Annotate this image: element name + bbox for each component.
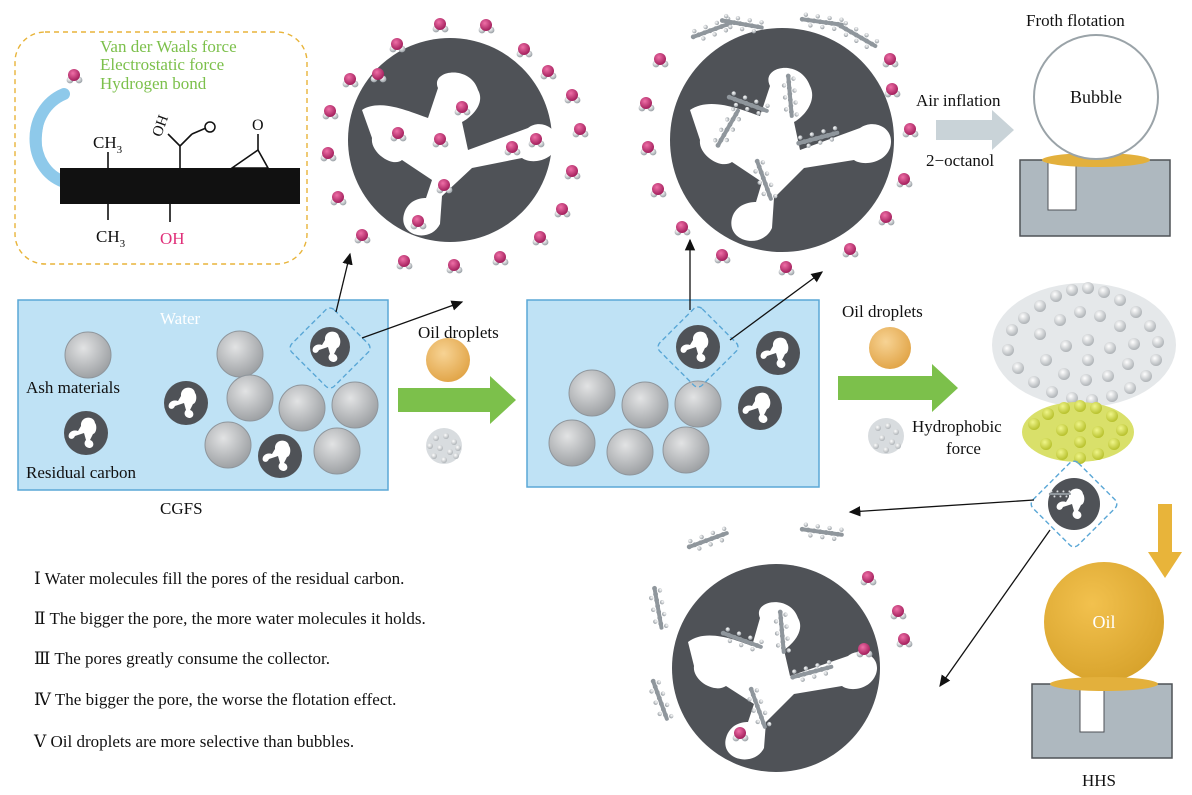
oil-label: Oil: [1092, 612, 1115, 632]
zoom-highlight-1: [289, 307, 371, 389]
residual-carbon-particle-collector: [670, 28, 894, 252]
oil-droplet-2: [869, 327, 911, 369]
residual-carbon-label: Residual carbon: [26, 463, 136, 482]
carbon-surface-bar: [60, 168, 300, 204]
air-inflation-arrow: [936, 110, 1014, 150]
froth-cell-box: [1019, 159, 1171, 237]
carbon-particles-1: [64, 327, 350, 478]
ch3-bottom-label: CH3: [96, 227, 126, 250]
force-label-vdw: Van der Waals force: [100, 37, 237, 56]
collector-cluster-1: [426, 428, 462, 464]
air-inflation-label: Air inflation: [916, 91, 1001, 110]
oil-addition-arrow: [1148, 504, 1182, 578]
force-label-hydrogen-bond: Hydrogen bond: [100, 74, 207, 93]
note-2: Ⅱ The bigger the pore, the more water mo…: [34, 609, 426, 628]
captured-carbon-particle: [1030, 460, 1118, 548]
carbonyl-o-label: O: [252, 117, 264, 134]
oil-droplets-label-1: Oil droplets: [418, 323, 499, 342]
hydrophobic-label-1: Hydrophobic: [912, 417, 1002, 436]
octanol-label: 2−octanol: [926, 151, 994, 170]
oil-droplet-1: [426, 338, 470, 382]
carboxyl-oh-label: OH: [150, 113, 173, 139]
water-label: Water: [160, 309, 200, 328]
note-3: Ⅲ The pores greatly consume the collecto…: [34, 649, 330, 668]
note-1: Ⅰ Water molecules fill the pores of the …: [34, 569, 404, 588]
ash-materials-label: Ash materials: [26, 378, 120, 397]
carbon-particles-2: [676, 325, 800, 430]
zoom-arrow-4: [729, 271, 824, 341]
adsorbed-collector-layer: [1022, 400, 1134, 464]
hhs-caption: HHS: [1082, 771, 1116, 790]
ash-particles-2: [548, 369, 722, 476]
air-bubble: [1033, 34, 1159, 160]
epoxy-group: [229, 148, 270, 169]
green-arrow-2: [838, 364, 958, 412]
green-arrow-1: [398, 376, 516, 424]
inset-water-molecule: [66, 69, 83, 84]
zoom-arrow-6: [939, 529, 1051, 688]
zoom-arrow-5: [848, 499, 1035, 517]
oil-droplets-label-2: Oil droplets: [842, 302, 923, 321]
hydrophobic-label-2: force: [946, 439, 981, 458]
hydroxyl-label: OH: [160, 229, 185, 248]
hhs-particle-layer: [1050, 677, 1158, 691]
carboxyl-group: [179, 133, 193, 168]
zoom-highlight-2: [657, 306, 739, 388]
cgfs-caption: CGFS: [160, 499, 203, 518]
zoom-arrow-2: [361, 300, 464, 339]
residual-carbon-particle-water: [348, 38, 558, 242]
residual-carbon-particle-oil: [672, 564, 880, 772]
note-5: Ⅴ Oil droplets are more selective than b…: [33, 732, 354, 751]
notes-list: Ⅰ Water molecules fill the pores of the …: [33, 569, 426, 751]
collector-cluster-2: [868, 418, 904, 454]
oil-drop-large: [1044, 562, 1164, 682]
note-4: Ⅳ The bigger the pore, the worse the flo…: [34, 690, 396, 709]
zoom-arrow-1: [335, 252, 353, 313]
ash-particles-1: [64, 330, 379, 475]
oil-droplet-aggregate: [992, 282, 1176, 407]
bubble-label: Bubble: [1070, 87, 1122, 107]
froth-flotation-title: Froth flotation: [1026, 11, 1125, 30]
force-label-electrostatic: Electrostatic force: [100, 55, 224, 74]
ch3-top-label: CH3: [93, 133, 123, 156]
inset-border: [14, 31, 308, 265]
